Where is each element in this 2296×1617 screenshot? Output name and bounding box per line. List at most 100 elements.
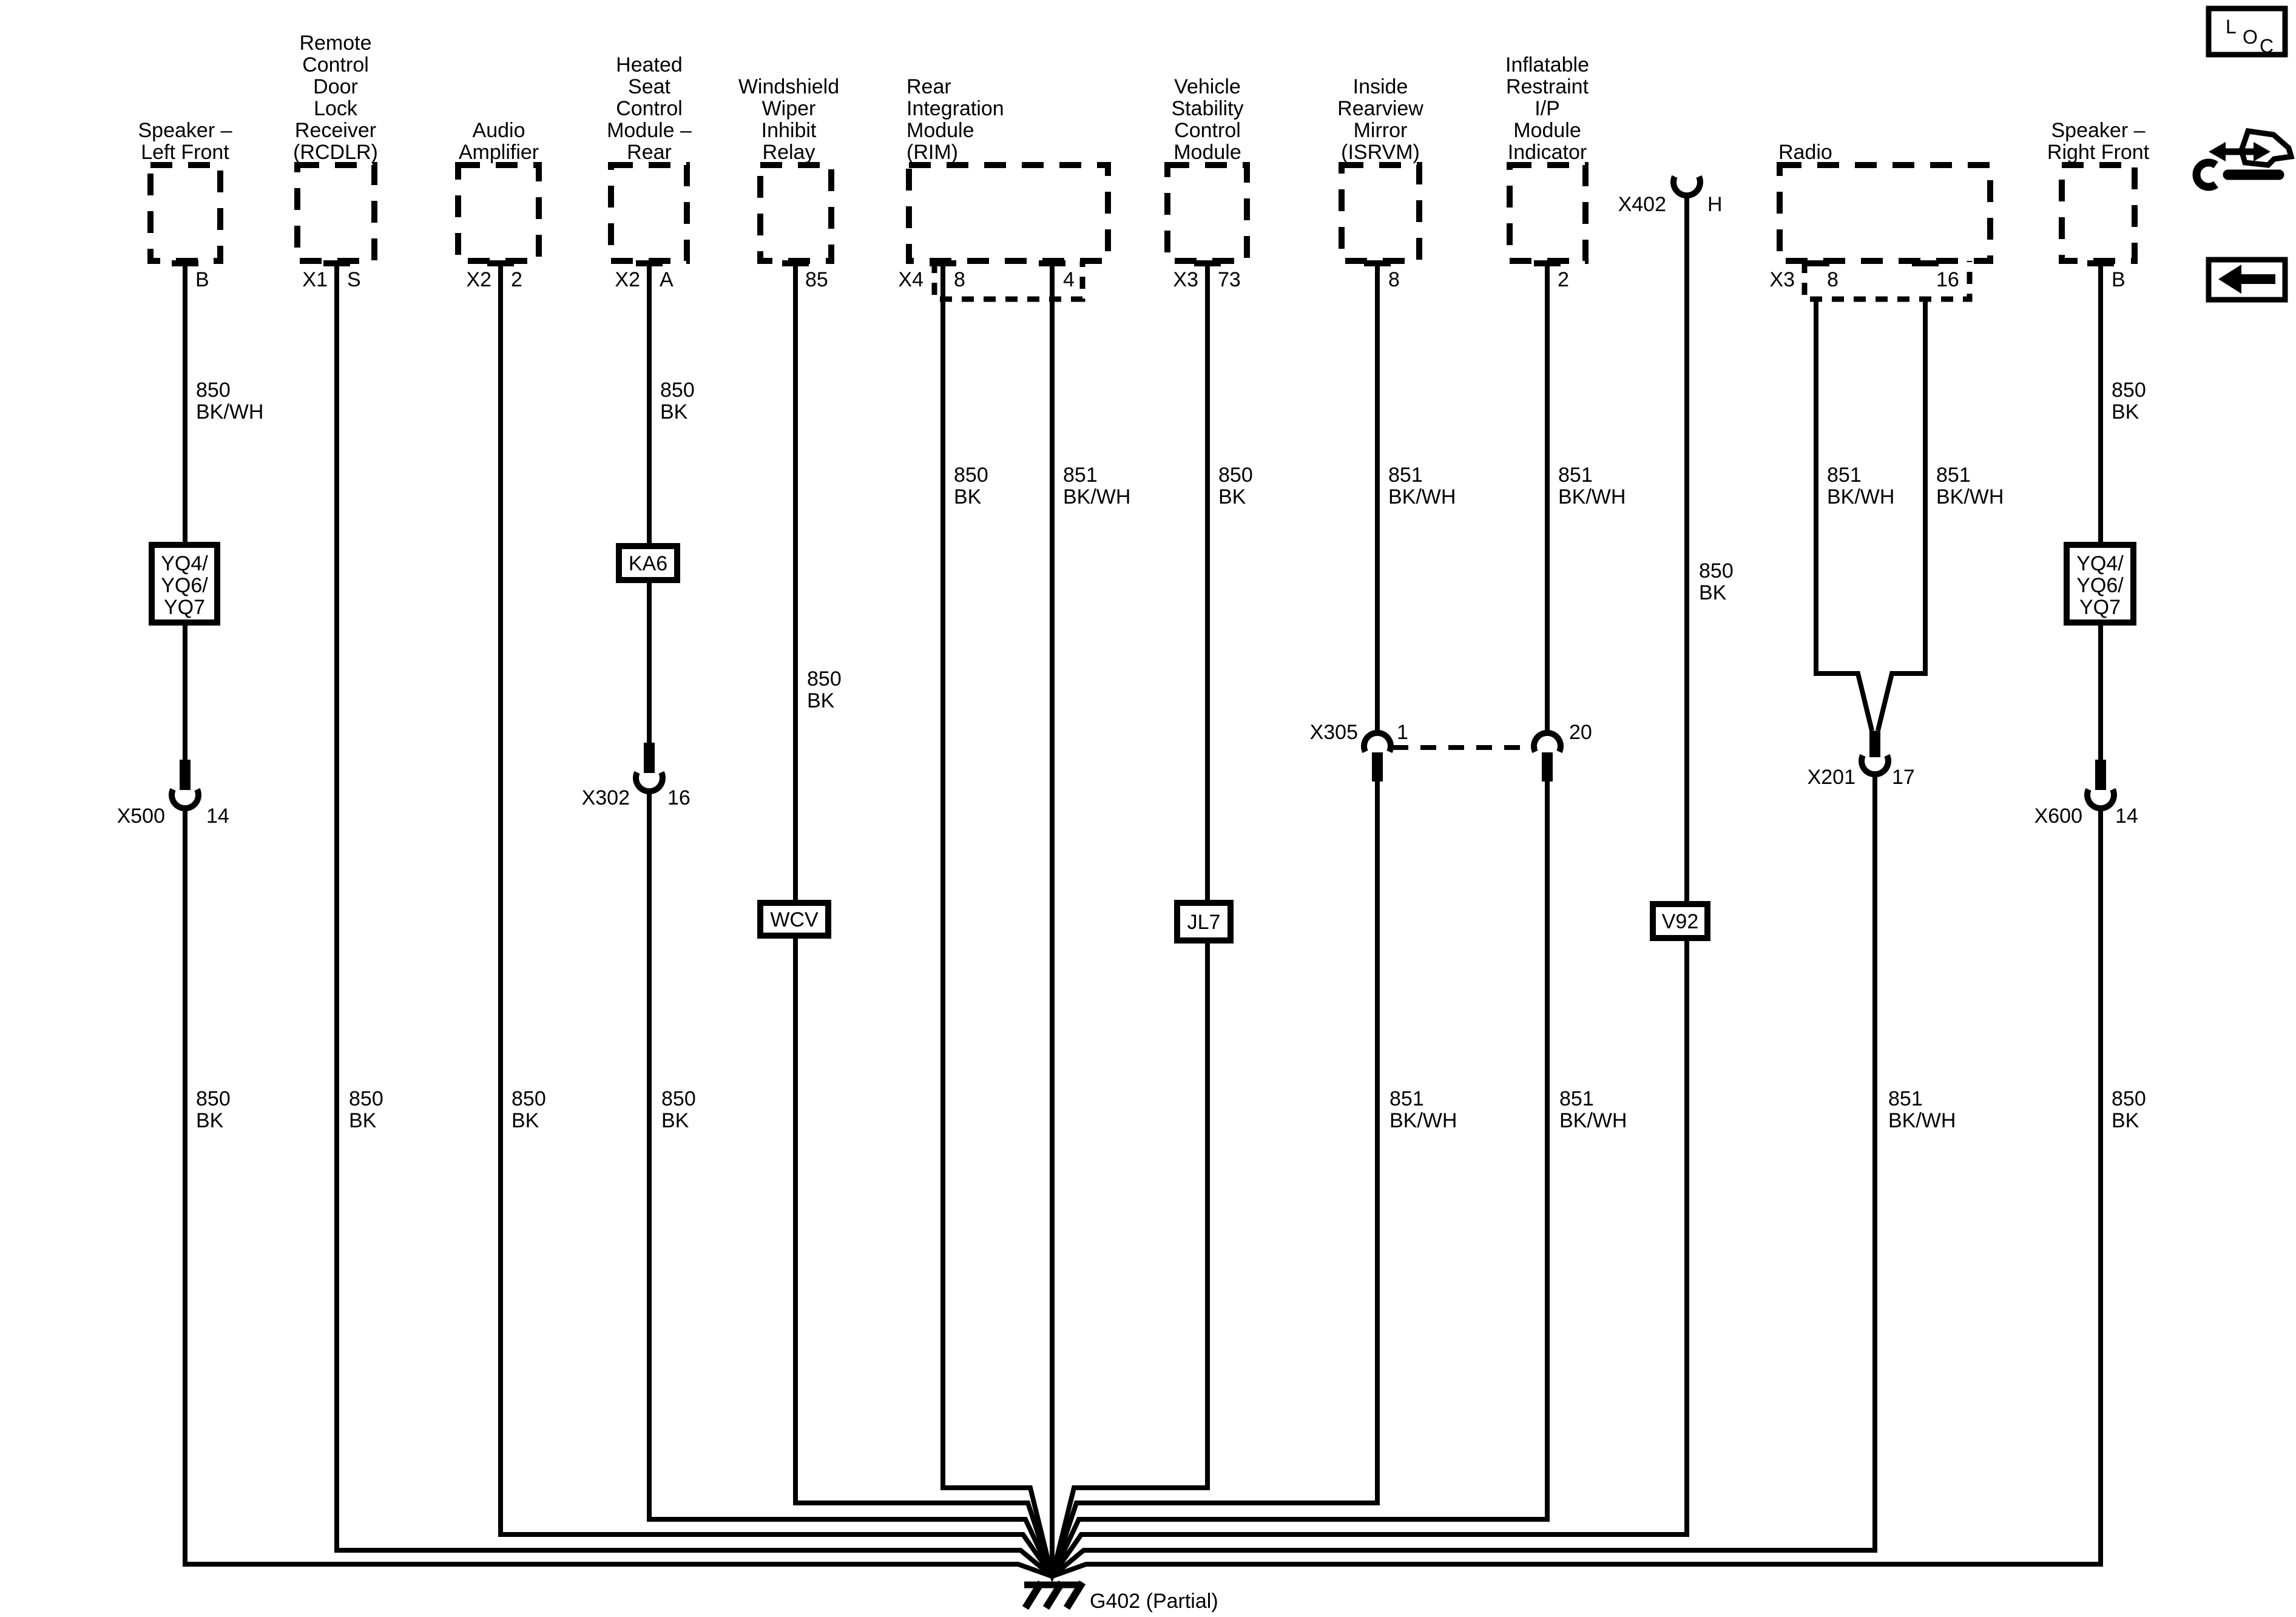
- svg-text:Left Front: Left Front: [141, 141, 229, 164]
- x201-socket-icon: [1859, 754, 1891, 778]
- option-jl7-label: JL7: [1187, 911, 1221, 934]
- component-box-speaker-lf: [147, 162, 223, 264]
- option-box-yq4-right: [2064, 542, 2136, 626]
- wire-label-speaker-lf-top: 850: [196, 379, 231, 402]
- svg-text:Mirror: Mirror: [1354, 119, 1408, 142]
- wire-x201-down: [1050, 774, 1877, 1579]
- pin-audio-x2: X2: [466, 268, 491, 291]
- component-box-vscm: [1164, 162, 1250, 264]
- svg-text:Seat: Seat: [628, 75, 670, 98]
- x305-right-pin-icon: [1542, 752, 1553, 781]
- pin-rim-8: 8: [954, 268, 965, 291]
- wire-label-isrvm-bottom: 851: [1389, 1087, 1424, 1110]
- wire-label-rim4: 851: [1063, 464, 1098, 487]
- label-speaker-rf: Speaker –: [2051, 119, 2146, 142]
- inline-connectors: [169, 175, 2117, 812]
- connector-labels: X500 14 X302 16 X305 1 20 X402 H X201 17…: [117, 193, 2138, 828]
- pin-audio-2: 2: [511, 268, 522, 291]
- connector-x402-pin: H: [1707, 193, 1723, 216]
- x402-socket-icon: [1670, 175, 1703, 199]
- pin-wiper-85: 85: [805, 268, 828, 291]
- x305-right-socket-icon: [1531, 729, 1564, 754]
- schematic-tools-icon[interactable]: [2192, 128, 2295, 191]
- connector-x201-label: X201: [1808, 766, 1855, 789]
- pin-airbag-2: 2: [1558, 268, 1569, 291]
- svg-text:(RIM): (RIM): [907, 141, 958, 164]
- pin-heated-x2: X2: [615, 268, 640, 291]
- svg-text:(ISRVM): (ISRVM): [1341, 141, 1420, 164]
- component-box-heated-seat: [608, 162, 690, 264]
- svg-text:BK: BK: [1218, 485, 1246, 508]
- loc-button[interactable]: L O C: [2206, 5, 2288, 58]
- svg-text:Wiper: Wiper: [762, 97, 816, 120]
- x302-socket-icon: [633, 771, 666, 795]
- pin-radio-16: 16: [1936, 268, 1959, 291]
- wire-label-heated-top: 850: [660, 379, 695, 402]
- component-boxes: [147, 162, 2138, 302]
- wire-label-heated-bottom: 850: [661, 1087, 696, 1110]
- option-ka6-label: KA6: [629, 552, 667, 575]
- pin-rim-4: 4: [1063, 268, 1075, 291]
- option-labels: YQ4/ YQ6/ YQ7 KA6 WCV JL7 V92 YQ4/ YQ6/ …: [161, 552, 2124, 934]
- ground-label: G402 (Partial): [1090, 1590, 1218, 1613]
- label-wiper-relay: Windshield: [738, 75, 839, 98]
- svg-text:YQ6/: YQ6/: [2076, 574, 2124, 597]
- svg-text:BK/WH: BK/WH: [1389, 1109, 1457, 1132]
- back-button[interactable]: [2206, 257, 2288, 303]
- component-box-wiper-relay: [757, 162, 834, 264]
- option-box-jl7: [1174, 900, 1234, 944]
- connector-x305-pin-right: 20: [1569, 721, 1592, 744]
- wire-label-rcdlr-bottom: 850: [349, 1087, 383, 1110]
- wire-label-speaker-lf-bottom: 850: [196, 1087, 231, 1110]
- connector-x305-label: X305: [1310, 721, 1358, 744]
- wire-label-wiper-mid: 850: [807, 667, 842, 690]
- back-arrow-icon: [2240, 274, 2275, 284]
- svg-text:Amplifier: Amplifier: [459, 141, 539, 164]
- pin-radio-8: 8: [1827, 268, 1838, 291]
- svg-text:Stability: Stability: [1171, 97, 1243, 120]
- component-box-speaker-rf: [2059, 162, 2138, 264]
- x600-socket-icon: [2084, 788, 2117, 812]
- svg-text:Indicator: Indicator: [1508, 141, 1587, 164]
- x302-pin-icon: [644, 743, 655, 773]
- pin-rcdlr-s: S: [347, 268, 361, 291]
- pin-heated-a: A: [660, 268, 674, 291]
- svg-text:Module: Module: [907, 119, 974, 142]
- svg-text:(RCDLR): (RCDLR): [293, 141, 378, 164]
- svg-text:BK: BK: [661, 1109, 689, 1132]
- option-box-ka6: [616, 543, 680, 583]
- svg-text:BK/WH: BK/WH: [1827, 485, 1894, 508]
- wire-label-isrvm-top: 851: [1388, 464, 1423, 487]
- pin-ticks: [172, 260, 2114, 266]
- label-speaker-lf: Speaker –: [138, 119, 232, 142]
- svg-text:Module –: Module –: [607, 119, 692, 142]
- svg-text:BK: BK: [2112, 400, 2139, 424]
- option-yq4-left-label: YQ4/: [161, 552, 208, 575]
- label-radio: Radio: [1778, 141, 1832, 164]
- pin-vscm-73: 73: [1218, 268, 1241, 291]
- connector-face-radio-x3: [1801, 261, 1973, 302]
- wire-heated-seat: [647, 263, 1055, 1578]
- connector-x305-pin-left: 1: [1397, 721, 1408, 744]
- label-vscm: Vehicle: [1174, 75, 1241, 98]
- pin-labels: B X1 S X2 2 X2 A 85 X4 8 4 X3 73 8 2 X3 …: [195, 268, 2125, 291]
- wire-label-rim8: 850: [954, 464, 988, 487]
- option-wcv-label: WCV: [770, 908, 819, 931]
- svg-text:Control: Control: [616, 97, 683, 120]
- label-rcdlr: Remote: [299, 32, 371, 55]
- wire-x402-branch: [1050, 195, 1689, 1578]
- option-box-wcv: [757, 900, 831, 939]
- svg-text:BK: BK: [349, 1109, 377, 1132]
- svg-text:Module: Module: [1513, 119, 1581, 142]
- connector-x500-label: X500: [117, 805, 165, 828]
- component-box-radio: [1777, 162, 1993, 264]
- option-box-v92: [1650, 901, 1710, 941]
- component-box-rcdlr: [294, 162, 377, 264]
- svg-text:Control: Control: [1174, 119, 1241, 142]
- option-yq4-right-label: YQ4/: [2076, 552, 2124, 575]
- svg-text:Integration: Integration: [907, 97, 1004, 120]
- wire-wiper-relay: [793, 263, 1055, 1578]
- x600-pin-icon: [2095, 760, 2106, 790]
